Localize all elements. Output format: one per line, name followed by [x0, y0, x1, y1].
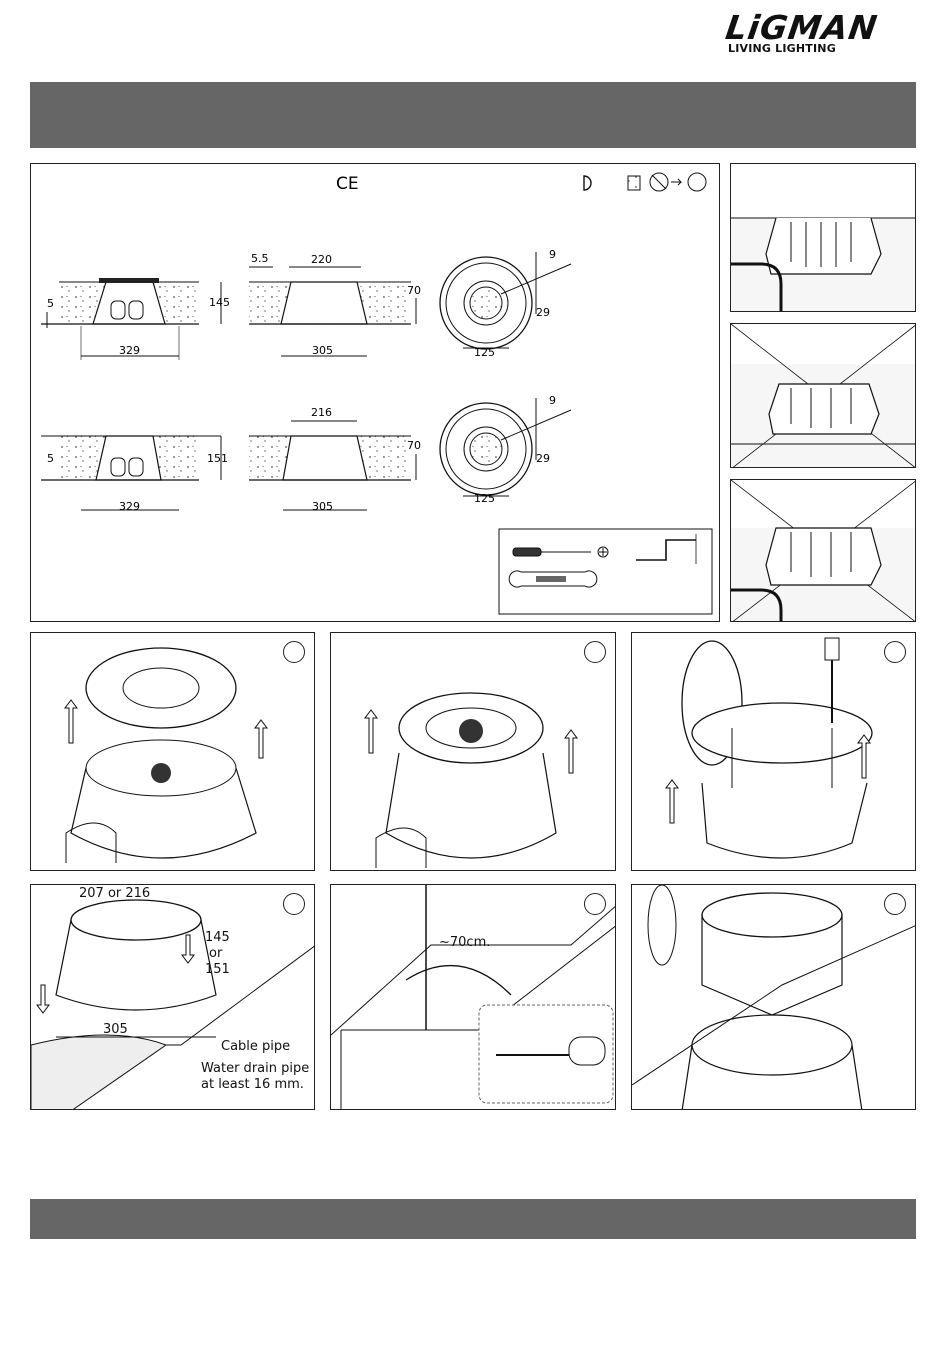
dim-216: 216 — [311, 406, 332, 419]
fixture-side-b — [41, 436, 221, 510]
depth-label-a: 145 — [205, 930, 230, 946]
spec-panel: CE 5 145 329 — [30, 163, 720, 622]
drain-pipe-label-2: at least 16 mm. — [201, 1077, 304, 1093]
dim-305-b: 305 — [312, 500, 333, 513]
dim-70-b: 70 — [407, 439, 421, 452]
step-panel-1 — [30, 632, 315, 871]
title-band — [30, 82, 916, 148]
top-view-b — [440, 398, 571, 496]
step-number-circle — [884, 641, 906, 663]
housing-side-a — [249, 267, 416, 356]
dim-220: 220 — [311, 253, 332, 266]
cable-pipe-label: Cable pipe — [221, 1039, 290, 1055]
dim-329-b: 329 — [119, 500, 140, 513]
dim-125: 125 — [474, 346, 495, 359]
step-number-circle — [283, 893, 305, 915]
step-number-circle — [584, 641, 606, 663]
dim-9: 9 — [549, 248, 556, 261]
dim-151: 151 — [207, 452, 228, 465]
install-view-3 — [730, 479, 916, 622]
width-label: 207 or 216 — [79, 886, 150, 902]
dim-5: 5 — [47, 297, 54, 310]
lamp-icon — [688, 173, 706, 191]
step-panel-3 — [631, 632, 916, 871]
base-label: 305 — [103, 1022, 128, 1038]
dim-70: 70 — [407, 284, 421, 297]
dim-29: 29 — [536, 306, 550, 319]
dim-9-b: 9 — [549, 394, 556, 407]
dim-29-b: 29 — [536, 452, 550, 465]
install-view-2 — [730, 323, 916, 468]
cable-length-label: ~70cm. — [439, 935, 490, 951]
dim-5-b: 5 — [47, 452, 54, 465]
housing-side-b — [249, 421, 416, 510]
step-panel-2 — [330, 632, 616, 871]
depth-label-b: 151 — [205, 962, 230, 978]
spec-drawings: CE 5 145 329 — [31, 164, 720, 622]
dim-329: 329 — [119, 344, 140, 357]
dim-305: 305 — [312, 344, 333, 357]
dim-125-b: 125 — [474, 492, 495, 505]
ce-mark: CE — [336, 174, 359, 194]
step-panel-5: ~70cm. — [330, 884, 616, 1110]
depth-or-label: or — [209, 946, 222, 962]
footer-band — [30, 1199, 916, 1239]
brand-tagline: LIVING LIGHTING — [728, 42, 836, 55]
drain-pipe-label-1: Water drain pipe — [201, 1061, 309, 1077]
class-icon — [584, 176, 591, 190]
dim-5-5: 5.5 — [251, 252, 269, 265]
step-number-circle — [584, 893, 606, 915]
step-number-circle — [884, 893, 906, 915]
step-number-circle — [283, 641, 305, 663]
step-panel-6 — [631, 884, 916, 1110]
install-view-1 — [730, 163, 916, 312]
step-panel-4: 207 or 216 145 or 151 305 Cable pipe Wat… — [30, 884, 315, 1110]
hatch-icon — [628, 176, 640, 190]
top-view-a — [440, 252, 571, 349]
dim-145: 145 — [209, 296, 230, 309]
